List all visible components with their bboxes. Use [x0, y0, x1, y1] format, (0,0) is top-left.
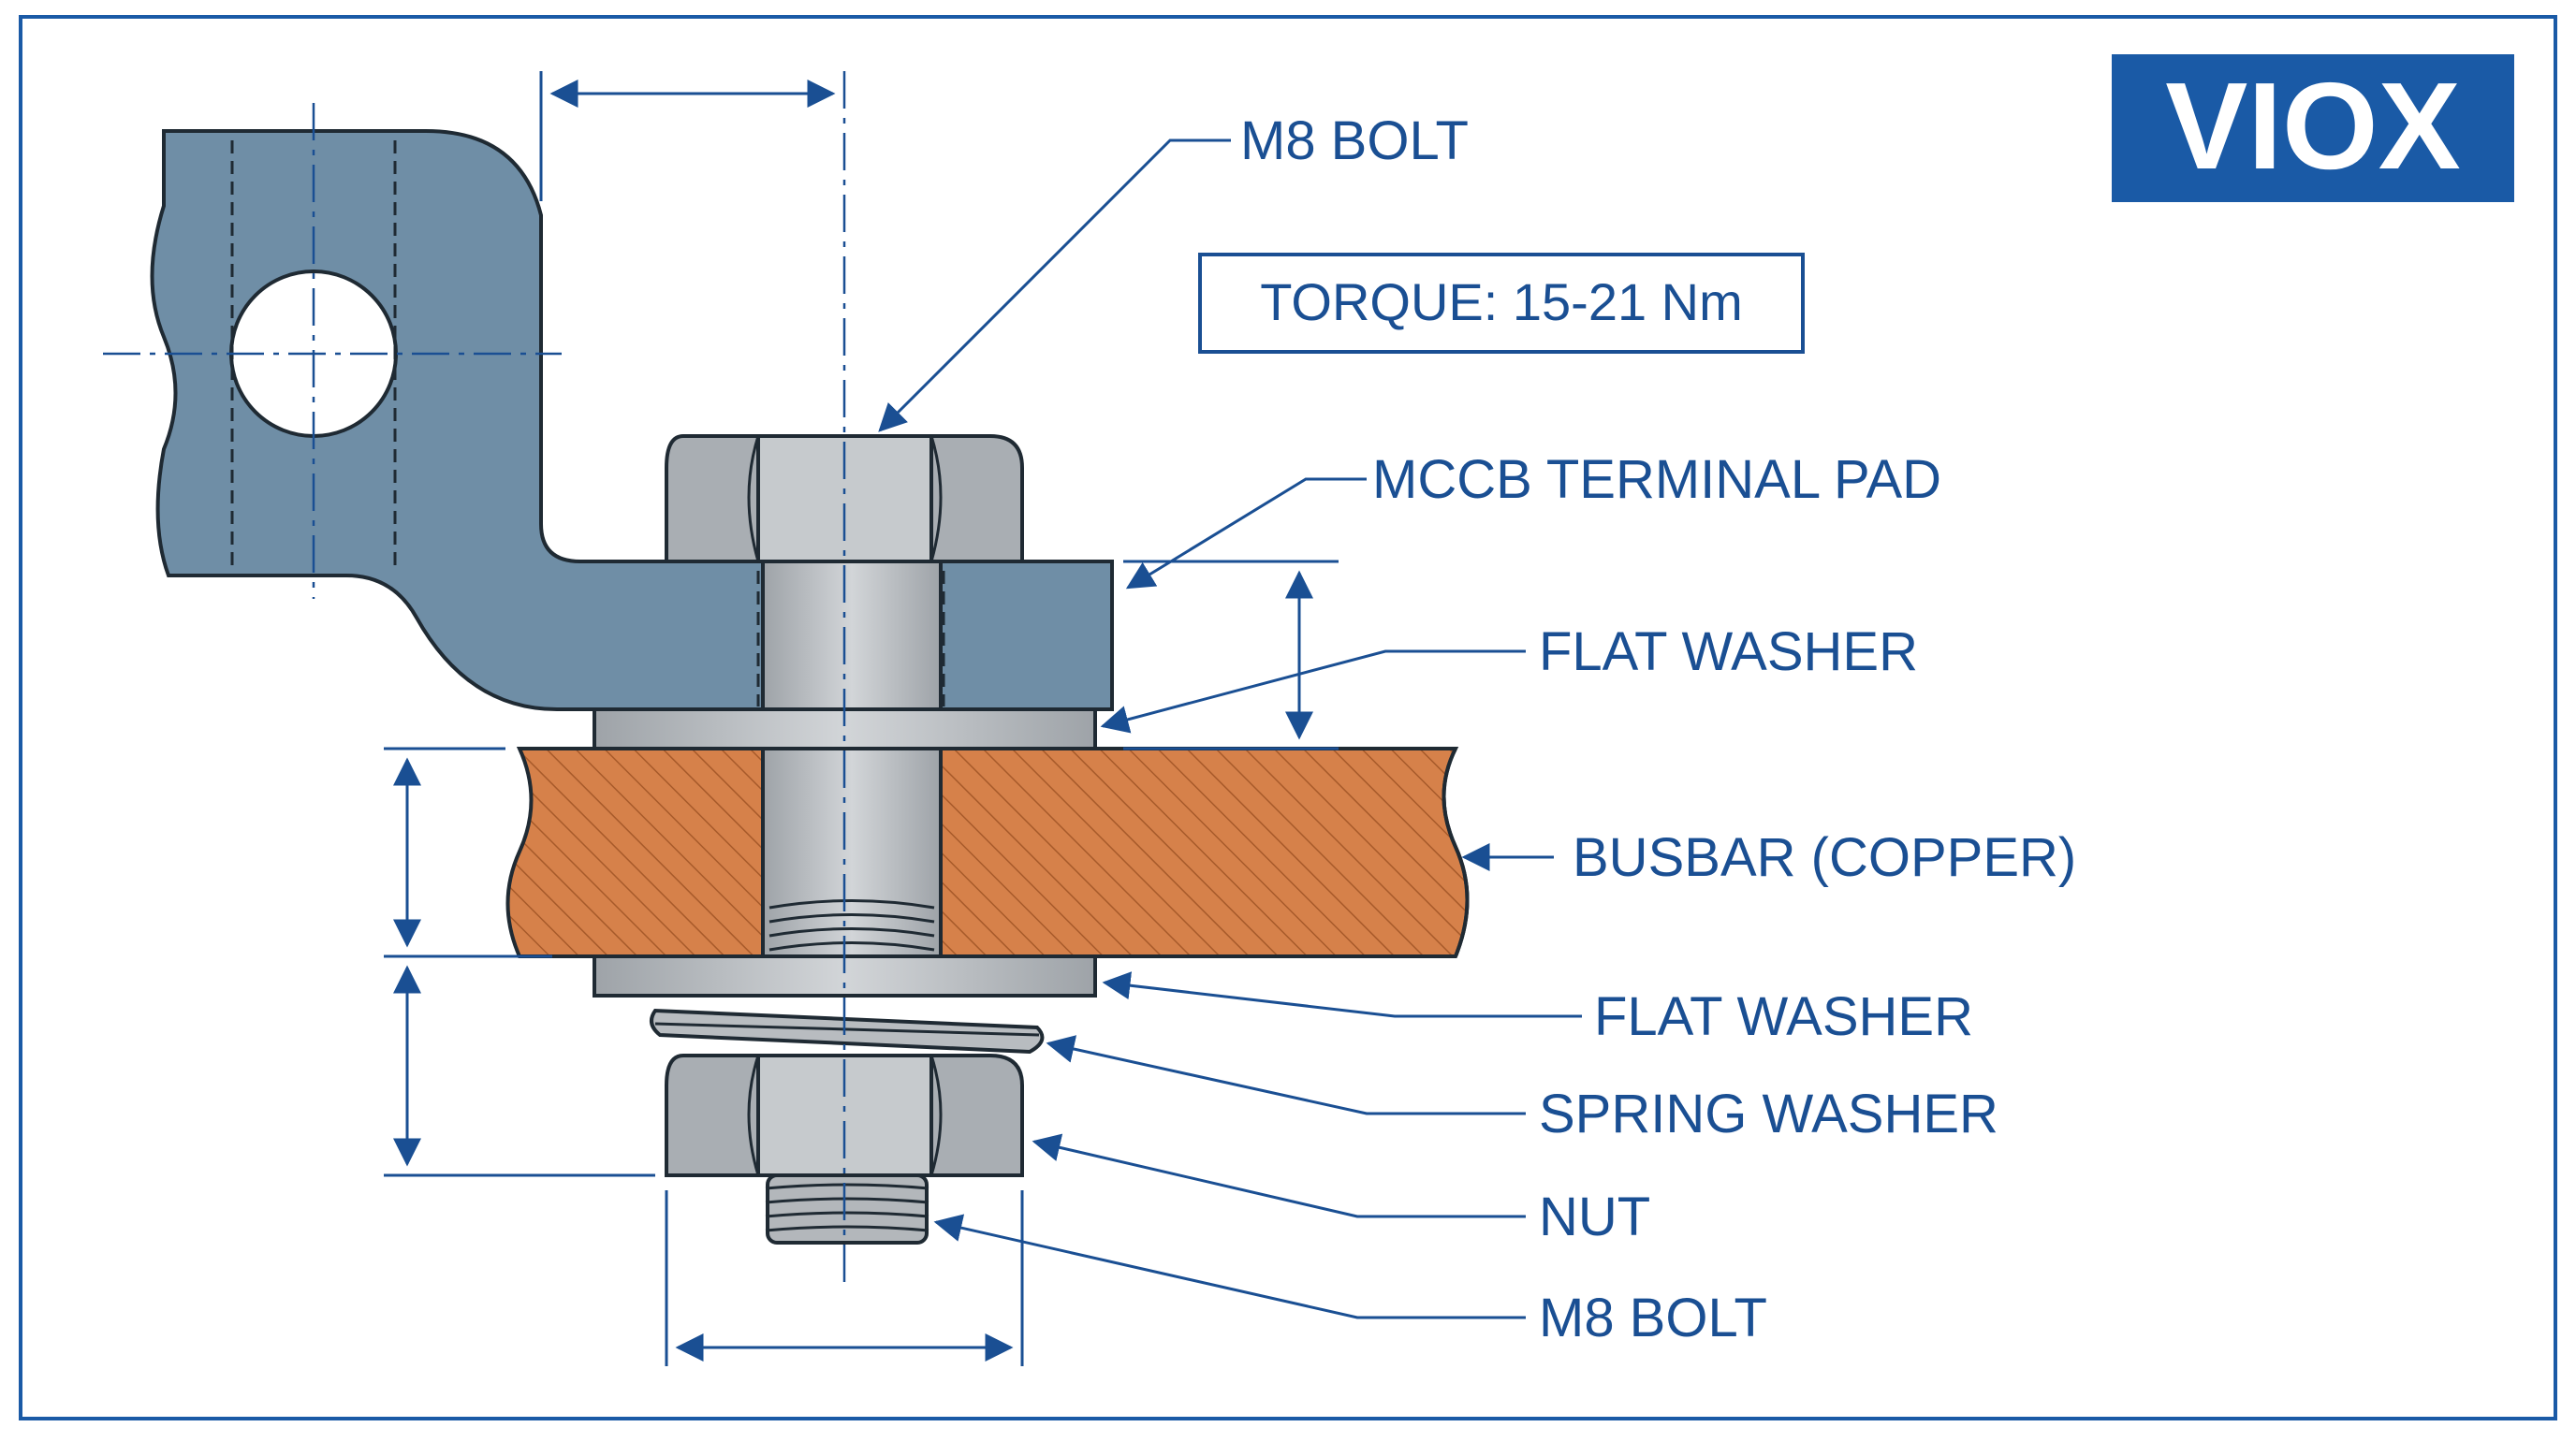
logo-text: VIOX — [2165, 57, 2460, 195]
label-nut: NUT — [1539, 1187, 1650, 1247]
spring-washer — [650, 1008, 1045, 1055]
torque-box: TORQUE: 15-21 Nm — [1198, 253, 1805, 354]
logo-background — [2112, 54, 2514, 202]
label-flat-washer-bottom: FLAT WASHER — [1594, 986, 1973, 1047]
torque-text: TORQUE: 15-21 Nm — [1260, 272, 1743, 331]
label-m8-bolt-top: M8 BOLT — [1240, 110, 1469, 171]
viox-logo: VIOX — [2112, 54, 2514, 202]
nut — [665, 1054, 1024, 1177]
label-flat-washer-top: FLAT WASHER — [1539, 621, 1918, 682]
label-m8-bolt-bottom: M8 BOLT — [1539, 1288, 1767, 1348]
label-spring-washer: SPRING WASHER — [1539, 1084, 1998, 1144]
dimension-lines — [384, 71, 1339, 1366]
bolt-tail — [765, 1173, 929, 1245]
label-busbar-copper: BUSBAR (COPPER) — [1573, 827, 2076, 888]
label-mccb-terminal-pad: MCCB TERMINAL PAD — [1372, 449, 1941, 510]
diagram-frame — [19, 15, 2557, 1420]
callout-labels: M8 BOLT MCCB TERMINAL PAD FLAT WASHER BU… — [1240, 110, 2076, 1348]
leader-lines — [878, 138, 1582, 1319]
bolt-shank — [761, 560, 943, 958]
bolt-thread-section — [768, 899, 935, 952]
copper-busbar — [505, 747, 1470, 958]
mccb-terminal-pad — [150, 129, 1114, 711]
bolt-head — [665, 434, 1024, 563]
